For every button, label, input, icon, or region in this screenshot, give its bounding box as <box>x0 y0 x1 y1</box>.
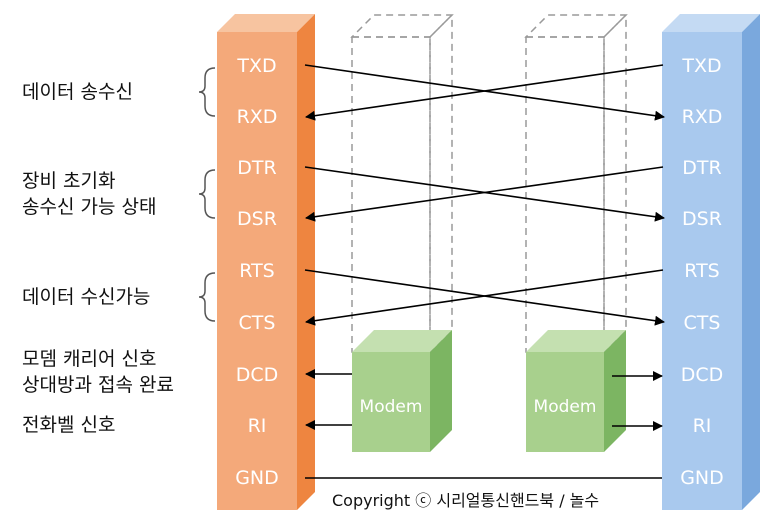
right-pin-txd: TXD <box>681 55 721 77</box>
wire-rts-to-cts-left <box>305 269 664 326</box>
left-pin-cts: CTS <box>239 312 276 334</box>
modem-left: Modem <box>352 330 452 452</box>
annotation-modem-carrier-line1: 모뎀 캐리어 신호 <box>22 348 157 370</box>
modem-left-label: Modem <box>360 397 423 417</box>
right-pin-ri: RI <box>693 415 712 437</box>
modem-right-front <box>526 352 604 452</box>
wire-txd-to-rxd-left <box>305 64 664 121</box>
annotation-data-transmit-receive: 데이터 송수신 <box>22 81 133 103</box>
modem-right: Modem <box>526 330 626 452</box>
wire-dtr-to-dsr-left <box>305 166 664 222</box>
modem-right-side <box>604 330 626 452</box>
annotation-brackets <box>198 67 216 322</box>
right-pin-rts: RTS <box>684 260 720 282</box>
modem-left-top <box>352 330 452 352</box>
wires <box>304 64 665 479</box>
left-connector <box>217 14 315 510</box>
annotation-device-init-line1: 장비 초기화 <box>22 170 116 192</box>
left-pin-labels: TXD RXD DTR DSR RTS CTS DCD RI GND <box>235 55 279 489</box>
dashed-outline-left <box>350 13 454 354</box>
annotation-device-init-line2: 송수신 가능 상태 <box>22 196 157 218</box>
bracket-data-txrx <box>198 67 216 117</box>
right-pin-dsr: DSR <box>682 208 722 230</box>
modem-left-side <box>430 330 452 452</box>
left-connector-front <box>217 32 297 510</box>
right-pin-gnd: GND <box>680 467 724 489</box>
right-connector <box>662 14 760 510</box>
right-connector-front <box>662 32 742 510</box>
right-pin-dtr: DTR <box>682 157 721 179</box>
left-pin-txd: TXD <box>236 55 276 77</box>
annotation-data-receivable: 데이터 수신가능 <box>22 286 151 308</box>
annotation-modem-carrier-line2: 상대방과 접속 완료 <box>22 374 174 396</box>
bracket-receive <box>198 272 216 322</box>
left-pin-dtr: DTR <box>237 157 276 179</box>
left-connector-side <box>297 14 315 510</box>
right-connector-side <box>742 14 760 510</box>
left-pin-gnd: GND <box>235 467 279 489</box>
annotation-ring-signal: 전화벨 신호 <box>22 414 116 436</box>
right-pin-cts: CTS <box>684 312 721 334</box>
left-pin-rxd: RXD <box>237 106 278 128</box>
left-pin-ri: RI <box>248 415 267 437</box>
right-pin-labels: TXD RXD DTR DSR RTS CTS DCD RI GND <box>680 55 724 489</box>
right-pin-rxd: RXD <box>682 106 723 128</box>
right-pin-dcd: DCD <box>681 364 724 386</box>
left-connector-top <box>217 14 315 32</box>
modem-right-label: Modem <box>534 397 597 417</box>
left-pin-dsr: DSR <box>237 208 277 230</box>
bracket-init <box>198 169 216 219</box>
left-pin-dcd: DCD <box>236 364 279 386</box>
left-pin-rts: RTS <box>239 260 275 282</box>
right-connector-top <box>662 14 760 32</box>
modem-right-top <box>526 330 626 352</box>
copyright-notice: Copyright ⓒ 시리얼통신핸드북 / 놀수 <box>328 490 604 512</box>
dashed-outline-right <box>524 13 628 354</box>
modem-left-front <box>352 352 430 452</box>
